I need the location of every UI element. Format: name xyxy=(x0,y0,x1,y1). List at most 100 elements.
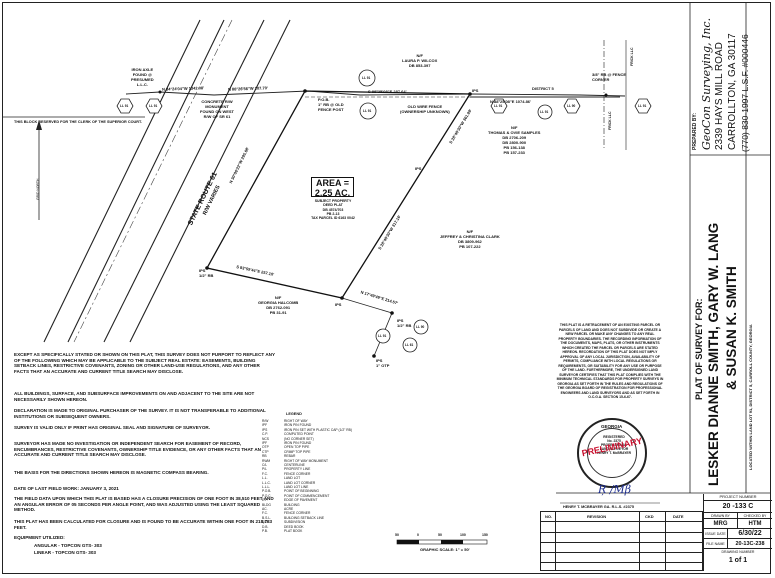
legend-desc: PROPERTY LINE xyxy=(284,467,311,472)
legend-desc: CRIMP TOP PIPE xyxy=(284,449,311,454)
hex-tag-text: LL 90 xyxy=(567,104,576,108)
hex-tag xyxy=(634,98,652,114)
label-line: N/F xyxy=(274,295,282,300)
circle-tag-text: LL 61 xyxy=(405,343,414,347)
label-line: 1/2" RB xyxy=(397,323,412,328)
scale-caption: GRAPHIC SCALE: 1" = 50' xyxy=(420,547,470,552)
label-line: N/F xyxy=(416,53,423,58)
legend-desc: IRON PIN FOUND xyxy=(284,441,312,445)
hex-tag-text: LL 91 xyxy=(149,104,158,108)
land-lot-circle-tag xyxy=(375,328,391,344)
corner-marker xyxy=(604,93,608,97)
corner-markers xyxy=(158,89,608,358)
label-line: IRON AXLE xyxy=(131,67,154,72)
scale-tick: 50 xyxy=(438,533,442,537)
legend-abbr: L.L.C. xyxy=(262,480,271,485)
label-line: GEORGIA HALCOMB xyxy=(258,300,299,305)
label-line: MONUMENT xyxy=(205,104,229,109)
south-line xyxy=(341,297,393,357)
north-arrow-label: GRID NORTH xyxy=(36,178,40,200)
scale-tick: 0 xyxy=(417,533,419,537)
signature-name: HENRY T. MCBRAYER GA. R.L.S. #2375 xyxy=(563,505,634,509)
legend-abbr: P.B. xyxy=(262,529,268,533)
hex-tag-text: LL 91 xyxy=(494,104,503,108)
circle-tag-text: LL 91 xyxy=(378,334,387,338)
label-line: N/F xyxy=(466,229,474,234)
state-route-61 xyxy=(43,19,291,343)
north-arrow-head xyxy=(36,120,42,130)
frick-label-2: FRICK LLC xyxy=(630,47,634,66)
legend-desc: (NO CORNER SET) xyxy=(284,436,314,441)
area-box: AREA = 2.25 AC. xyxy=(311,177,354,198)
revision-col-divider xyxy=(555,512,556,570)
legend-abbr: R/W xyxy=(262,419,269,423)
legend-desc: PLAT BOOK xyxy=(284,529,303,533)
file-name-value: 20-13C-238 xyxy=(728,539,772,549)
corner-marker xyxy=(468,92,472,96)
label-line: DB 3809-962 xyxy=(457,239,482,244)
note-12: LINEAR - TOPCON GTS- 303 xyxy=(34,550,96,555)
certification-text: THIS PLAT IS A RETRACEMENT OF AN EXISTIN… xyxy=(556,323,664,399)
note-10: EQUIPMENT UTILIZED: xyxy=(14,535,65,540)
legend-desc: RIGHT OF WAY xyxy=(284,419,308,423)
legend-abbr: CTP xyxy=(262,449,269,454)
scale-bar xyxy=(396,539,488,545)
hex-tag xyxy=(116,98,134,114)
legend-abbr: OTP xyxy=(262,445,269,450)
plat-for-label: PLAT OF SURVEY FOR: xyxy=(694,298,704,400)
hex-tag-text: LL 91 xyxy=(120,104,129,108)
owner-names-1: LESKER DIANNE SMITH, GARY W. LANG xyxy=(706,222,721,486)
north-line xyxy=(125,90,626,97)
legend-abbr: AC. xyxy=(262,507,268,511)
legend-desc: ACRE xyxy=(284,507,294,511)
label-line: N/F xyxy=(511,125,518,130)
legend-desc: EDGE OF PAVEMENT xyxy=(284,498,318,503)
road-edge xyxy=(43,19,201,343)
project-number-label: PROJECT NUMBER xyxy=(704,494,772,501)
checked-by-label: CHECKED BY xyxy=(738,513,772,519)
legend-desc: REBAR xyxy=(284,454,296,459)
note-6: THE BASIS FOR THE DIRECTIONS SHOWN HEREO… xyxy=(14,470,209,475)
road-edge xyxy=(67,19,225,343)
legend-desc: BUILDING xyxy=(284,502,300,507)
seal-line: HENRY T. McBRAYER xyxy=(597,450,631,455)
location-text: LOCATED WITHIN LAND LOT 91, DISTRICT 5, … xyxy=(748,324,753,470)
seal-state: GEORGIA xyxy=(601,424,623,429)
legend-desc: BUILDING SETBACK LINE xyxy=(284,515,325,520)
circle-tag-text: LL 91 xyxy=(363,109,372,113)
note-8: THE FIELD DATA UPON WHICH THIS PLAT IS B… xyxy=(14,496,274,513)
corner-marker xyxy=(340,296,344,300)
label-line: CORNER xyxy=(592,77,610,82)
owner-names-2: & SUSAN K. SMITH xyxy=(724,266,739,390)
hex-tags xyxy=(116,98,652,114)
revision-col-date: DATE xyxy=(673,514,684,519)
clerk-block-label: THIS BLOCK RESERVED FOR THE CLERK OF THE… xyxy=(14,120,142,124)
scale-bar-segment xyxy=(397,540,419,544)
file-name-label: FILE NAME xyxy=(704,539,728,549)
label-line: OLD WIRE FENCE xyxy=(407,104,443,109)
legend-desc: RIGHT OF WAY MONUMENT xyxy=(284,458,329,463)
note-4: SURVEY IS VALID ONLY IF PRINT HAS ORIGIN… xyxy=(14,425,211,430)
seal-inner-ring xyxy=(587,428,637,478)
corner-marker xyxy=(372,354,376,358)
label-line: THOMAS & OVIE SAMPLES xyxy=(488,130,541,135)
scale-bar-segment xyxy=(441,540,463,544)
revision-col-revision: REVISION xyxy=(587,514,607,519)
legend-abbr: RWM xyxy=(262,458,271,463)
label-line: PB 156-138 xyxy=(503,145,525,150)
label-line: DB 2706-209 xyxy=(502,135,527,140)
label-line: IPS xyxy=(199,268,206,273)
project-info-table: PROJECT NUMBER 20 -133 C DRAWN BY CHECKE… xyxy=(703,494,772,571)
seal-line: PROFESSIONAL xyxy=(600,442,627,447)
label-line: DB 853-397 xyxy=(408,63,431,68)
revision-header-row xyxy=(541,512,704,522)
road-edge xyxy=(129,19,291,343)
legend-desc: FENCE CORNER xyxy=(284,511,311,516)
drawing-number-label: DRAWING NUMBER xyxy=(721,550,755,554)
